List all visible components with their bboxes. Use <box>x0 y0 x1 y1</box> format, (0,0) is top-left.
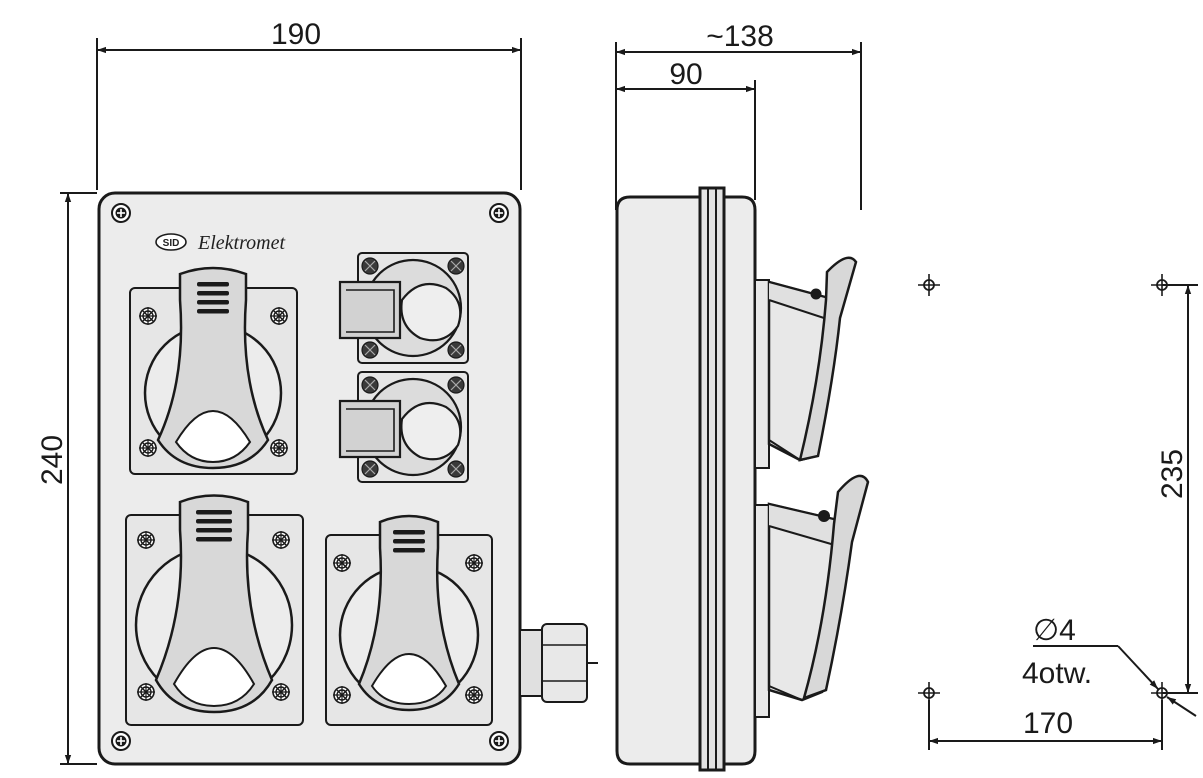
corner-screw-icon <box>111 731 131 751</box>
dimension-front-width: 190 <box>96 18 522 190</box>
cee-socket-bottom-left <box>125 494 304 726</box>
hole-diameter-label: ∅4 <box>1033 614 1076 647</box>
mounting-hole-icon <box>917 273 941 297</box>
front-height-label: 240 <box>36 435 69 485</box>
hole-callout: ∅4 4otw. <box>1022 614 1197 717</box>
schuko-socket-top <box>338 252 469 364</box>
logo-badge-text: SID <box>163 238 180 249</box>
socket-side-lower <box>754 474 870 718</box>
side-view <box>615 186 870 772</box>
logo-name: Elektromet <box>197 232 285 254</box>
corner-screw-icon <box>489 731 509 751</box>
front-width-label: 190 <box>271 18 321 51</box>
brand-logo: SID Elektromet <box>155 232 285 254</box>
side-depth-body-label: 90 <box>669 58 702 91</box>
cee-socket-bottom-right <box>325 514 493 726</box>
logo-badge <box>155 233 187 251</box>
dimension-mount-horizontal: 170 <box>928 700 1163 750</box>
cee-socket-top-left <box>129 266 298 475</box>
corner-screw-icon <box>489 203 509 223</box>
dimension-side-depth-body: 90 <box>616 58 756 200</box>
dimension-front-height: 240 <box>36 192 97 765</box>
corner-screw-icon <box>111 203 131 223</box>
dimension-side-depth-total: ~138 <box>615 20 862 210</box>
mount-vertical-label: 235 <box>1156 449 1189 499</box>
front-view: SID Elektromet <box>97 191 598 766</box>
socket-side-upper <box>754 256 858 469</box>
schuko-socket-bottom <box>338 371 469 483</box>
cable-gland <box>519 623 598 703</box>
dimension-mount-vertical: 235 <box>1156 284 1198 694</box>
side-depth-total-label: ~138 <box>706 20 774 53</box>
mount-horizontal-label: 170 <box>1023 707 1073 740</box>
hole-count-label: 4otw. <box>1022 657 1092 690</box>
